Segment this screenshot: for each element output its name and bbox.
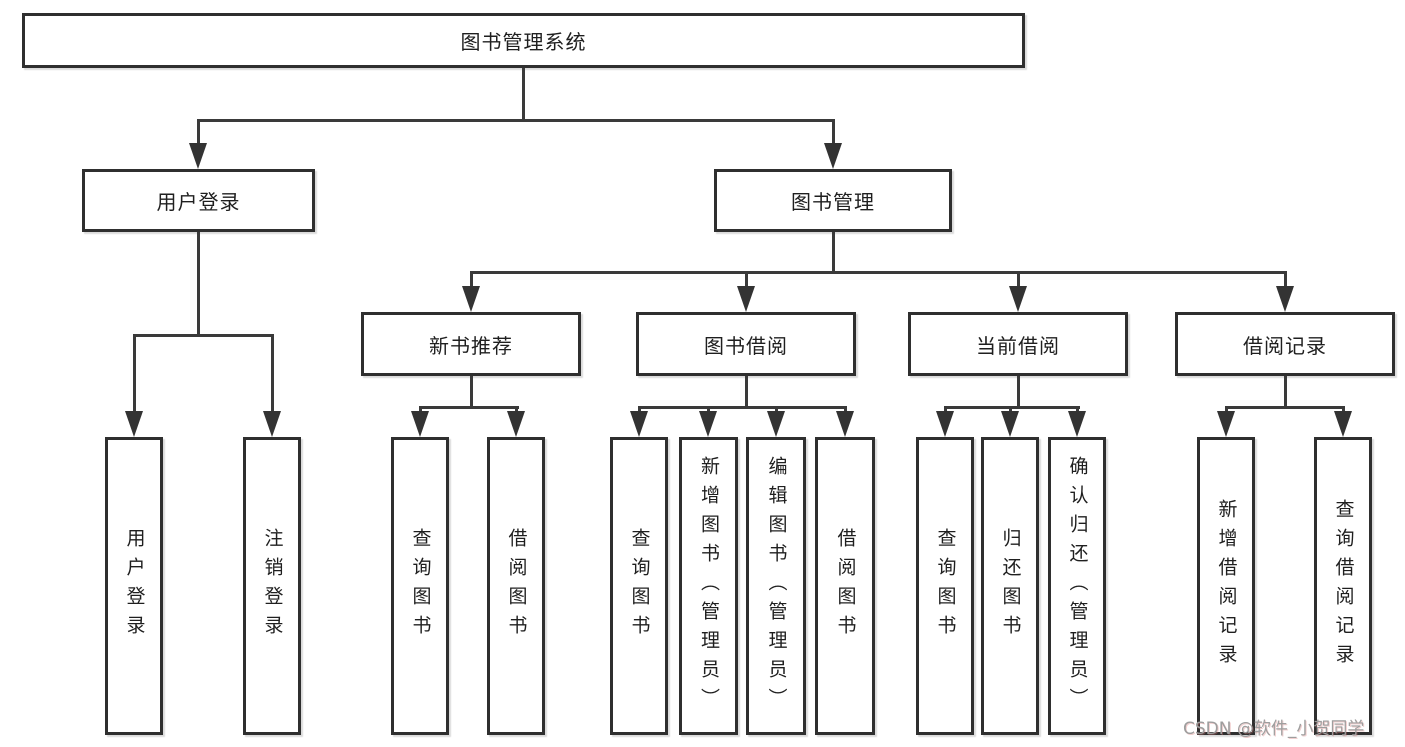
connector-to-leaf-current-query (944, 406, 947, 415)
node-book-borrow: 图书借阅 (636, 312, 856, 376)
connector-to-book-borrow (745, 271, 748, 289)
leaf-current-return: 归还图书 (981, 437, 1039, 735)
node-root-system: 图书管理系统 (22, 13, 1025, 68)
csdn-watermark: CSDN @软件_小贺同学 (1183, 719, 1365, 739)
leaf-newbook-borrow: 借阅图书 (487, 437, 545, 735)
node-user-login: 用户登录 (82, 169, 315, 232)
connector-userlogin-branch (133, 334, 274, 337)
leaf-borrow-add-admin: 新增图书（管理员） (679, 437, 738, 735)
connector-newbook-branch (419, 406, 519, 409)
node-borrow-records: 借阅记录 (1175, 312, 1395, 376)
arrowhead-leaf-borrow-add (699, 411, 717, 437)
connector-to-leaf-user-login (133, 334, 136, 413)
leaf-current-query-label: 查询图书 (934, 528, 957, 644)
connector-to-leaf-borrow-edit (775, 406, 778, 415)
leaf-records-add: 新增借阅记录 (1197, 437, 1255, 735)
leaf-current-query: 查询图书 (916, 437, 974, 735)
node-root-label: 图书管理系统 (460, 30, 587, 54)
connector-records-stub (1284, 376, 1287, 409)
connector-bookmgmt-stub (832, 232, 835, 274)
leaf-user-login: 用户登录 (105, 437, 163, 735)
connector-bookmgmt-branch (470, 271, 1287, 274)
connector-to-leaf-records-query (1342, 406, 1345, 415)
connector-to-leaf-records-add (1225, 406, 1228, 415)
leaf-borrow-add-admin-label: 新增图书（管理员） (698, 455, 720, 717)
node-book-borrow-label: 图书借阅 (704, 333, 788, 358)
arrowhead-leaf-borrow-borrow (836, 411, 854, 437)
node-book-management: 图书管理 (714, 169, 952, 232)
connector-currentborrow-branch (944, 406, 1080, 409)
connector-to-leaf-newbook-borrow (515, 406, 518, 415)
connector-newbook-stub (470, 376, 473, 409)
node-new-book-recommend: 新书推荐 (361, 312, 581, 376)
connector-to-user-login (197, 119, 200, 147)
leaf-borrow-query: 查询图书 (610, 437, 668, 735)
arrowhead-leaf-current-query (936, 411, 954, 437)
leaf-current-confirm-admin: 确认归还（管理员） (1048, 437, 1106, 735)
connector-to-leaf-newbook-query (419, 406, 422, 415)
leaf-newbook-query: 查询图书 (391, 437, 449, 735)
connector-root-branch (197, 119, 835, 122)
arrowhead-book-management (824, 143, 842, 169)
leaf-borrow-edit-admin: 编辑图书（管理员） (746, 437, 806, 735)
leaf-borrow-query-label: 查询图书 (628, 528, 651, 644)
leaf-current-return-label: 归还图书 (999, 528, 1022, 644)
connector-to-leaf-logout (271, 334, 274, 413)
connector-records-branch (1225, 406, 1345, 409)
arrowhead-new-book (462, 286, 480, 312)
node-book-management-label: 图书管理 (791, 190, 875, 214)
arrowhead-leaf-current-return (1001, 411, 1019, 437)
arrowhead-leaf-records-add (1217, 411, 1235, 437)
arrowhead-leaf-records-query (1334, 411, 1352, 437)
arrowhead-leaf-borrow-edit (767, 411, 785, 437)
node-current-borrow-label: 当前借阅 (976, 333, 1060, 358)
leaf-records-query: 查询借阅记录 (1314, 437, 1372, 735)
connector-bookborrow-branch (638, 406, 847, 409)
node-current-borrow: 当前借阅 (908, 312, 1128, 376)
connector-to-leaf-current-confirm (1076, 406, 1079, 415)
leaf-logout-label: 注销登录 (261, 528, 284, 644)
leaf-records-add-label: 新增借阅记录 (1215, 499, 1238, 673)
leaf-borrow-borrow: 借阅图书 (815, 437, 875, 735)
leaf-user-login-label: 用户登录 (123, 528, 146, 644)
connector-userlogin-stub (197, 232, 200, 337)
arrowhead-leaf-current-confirm (1068, 411, 1086, 437)
connector-to-leaf-borrow-borrow (844, 406, 847, 415)
leaf-newbook-borrow-label: 借阅图书 (505, 528, 528, 644)
leaf-newbook-query-label: 查询图书 (409, 528, 432, 644)
connector-to-current-borrow (1017, 271, 1020, 289)
connector-root-stub (522, 68, 525, 122)
node-new-book-recommend-label: 新书推荐 (429, 333, 513, 358)
leaf-logout: 注销登录 (243, 437, 301, 735)
leaf-borrow-edit-admin-label: 编辑图书（管理员） (765, 455, 788, 717)
leaf-borrow-borrow-label: 借阅图书 (834, 528, 857, 644)
connector-to-new-book (470, 271, 473, 289)
connector-currentborrow-stub (1017, 376, 1020, 409)
connector-to-leaf-borrow-add (707, 406, 710, 415)
connector-to-leaf-borrow-query (638, 406, 641, 415)
arrowhead-borrow-records (1276, 286, 1294, 312)
leaf-current-confirm-admin-label: 确认归还（管理员） (1066, 455, 1089, 717)
arrowhead-leaf-newbook-borrow (507, 411, 525, 437)
arrowhead-book-borrow (737, 286, 755, 312)
arrowhead-leaf-user-login (125, 411, 143, 437)
arrowhead-leaf-logout (263, 411, 281, 437)
connector-to-book-management (832, 119, 835, 147)
arrowhead-leaf-borrow-query (630, 411, 648, 437)
connector-to-leaf-current-return (1009, 406, 1012, 415)
arrowhead-leaf-newbook-query (411, 411, 429, 437)
arrowhead-user-login (189, 143, 207, 169)
arrowhead-current-borrow (1009, 286, 1027, 312)
connector-bookborrow-stub (745, 376, 748, 409)
node-user-login-label: 用户登录 (156, 190, 241, 214)
connector-to-borrow-records (1284, 271, 1287, 289)
node-borrow-records-label: 借阅记录 (1243, 333, 1327, 358)
leaf-records-query-label: 查询借阅记录 (1332, 499, 1355, 673)
